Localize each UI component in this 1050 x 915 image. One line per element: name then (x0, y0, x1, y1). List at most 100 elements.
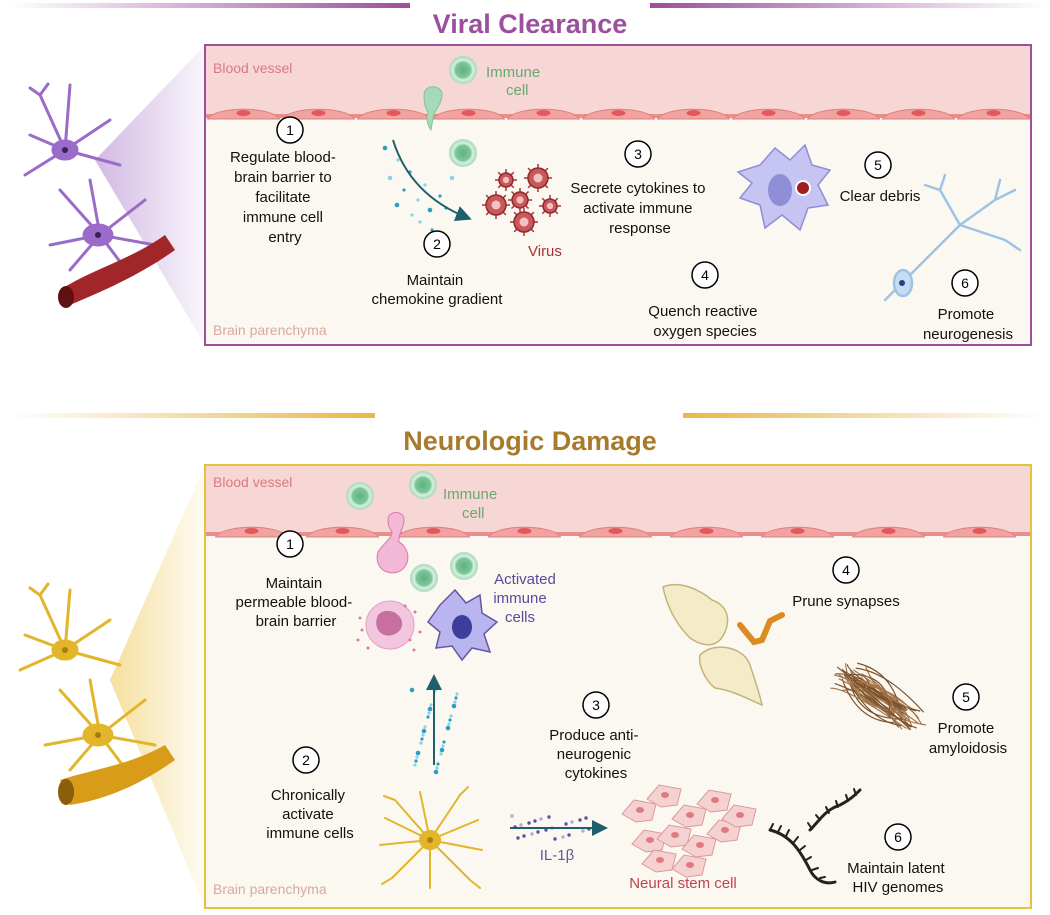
activated-cells-line1: Activated (494, 571, 556, 588)
amyloid-fiber (836, 666, 906, 712)
stem-cell-nucleus (711, 797, 719, 803)
chemokine-dot (410, 213, 414, 217)
granule-speck (418, 630, 422, 634)
chemokine-dot (447, 722, 451, 726)
chemokine-dot (453, 700, 457, 704)
virus-core (546, 202, 554, 210)
viral-zoom-cone (95, 45, 205, 345)
immune-cell-icon (409, 471, 437, 499)
damage-title-rule-left (10, 413, 375, 418)
cytokine-dot (581, 829, 585, 833)
svg-text:6: 6 (961, 275, 969, 291)
cytokine-dot (510, 814, 514, 818)
viral-step-4-text: Quench reactive oxygen species (648, 303, 761, 340)
granule-speck (356, 638, 360, 642)
amyloid-fiber (834, 682, 900, 728)
endothelial-nucleus (761, 110, 776, 116)
endothelial-nucleus (611, 110, 626, 116)
viral-section: Viral Clearance Blood vessel Brain paren… (10, 3, 1045, 346)
virus-label: Virus (528, 243, 562, 260)
damage-step-4-text: Prune synapses (792, 593, 900, 610)
granule-speck (366, 646, 370, 650)
chemokine-dot (396, 158, 400, 162)
amyloid-fiber (850, 677, 912, 731)
endothelial-nucleus (836, 110, 851, 116)
chemokine-dot (382, 145, 388, 151)
damage-blood-vessel-label: Blood vessel (213, 474, 292, 490)
amyloid-fiber (852, 681, 898, 714)
activated-cells-line3: cells (505, 609, 535, 626)
endothelial-nucleus (461, 110, 476, 116)
microglia-gold-icon (379, 786, 483, 889)
damage-step-1: 1 Maintain permeable blood- brain barrie… (236, 530, 357, 630)
svg-text:4: 4 (842, 562, 850, 578)
virus-core (519, 217, 529, 227)
chemokine-dot (394, 202, 400, 208)
viral-step-6-text: Promote neurogenesis (923, 306, 1013, 343)
virus-core (533, 173, 543, 183)
damage-step-3: 3 Produce anti- neurogenic cytokines (549, 691, 642, 782)
endothelial-nucleus (236, 110, 251, 116)
svg-text:2: 2 (433, 236, 441, 252)
chemokine-dot (415, 755, 419, 759)
chemokine-dot (423, 183, 427, 187)
damage-step-3-text: Produce anti- neurogenic cytokines (549, 727, 642, 782)
chemokine-dot (429, 703, 433, 707)
granule-specks (356, 604, 422, 652)
endothelial-nucleus (911, 110, 926, 116)
cytokine-dot (584, 816, 588, 820)
neutrophil-icon (365, 600, 415, 650)
astrocyte-purple-icon (23, 82, 157, 277)
damage-step-1-text: Maintain permeable blood- brain barrier (236, 575, 357, 630)
cytokine-dot (522, 834, 526, 838)
svg-text:5: 5 (962, 689, 970, 705)
endothelial-nucleus (986, 110, 1001, 116)
cytokine-dot (527, 821, 531, 825)
cytokine-dot (539, 817, 543, 821)
cytokine-dot (544, 828, 548, 832)
hiv-genome-icon (768, 788, 862, 885)
chemokine-dot (418, 220, 422, 224)
damage-endothelium (206, 526, 1030, 538)
amyloid-fiber (838, 674, 904, 716)
damage-section: Neurologic Damage Blood vessel Brain par… (10, 413, 1045, 909)
virus-cluster (482, 164, 561, 236)
blood-vessel-red-icon (60, 235, 175, 305)
viral-step-6: 6 Promote neurogenesis (923, 269, 1013, 343)
chemokine-dot (455, 692, 459, 696)
chemokine-dot (454, 696, 458, 700)
damage-step-4: 4 Prune synapses (792, 556, 900, 610)
amyloid-fiber (855, 667, 925, 713)
chemokine-dot (421, 733, 425, 737)
damage-title-rule-right (683, 413, 1045, 418)
endothelial-nucleus (517, 528, 532, 534)
chemokine-dot (423, 725, 427, 729)
svg-text:6: 6 (894, 829, 902, 845)
chemokine-arrow (392, 139, 472, 222)
endothelial-nucleus (335, 528, 350, 534)
immune-cell-icon (346, 482, 374, 510)
endothelial-nucleus (311, 110, 326, 116)
viral-endothelium (206, 108, 1031, 120)
svg-text:3: 3 (634, 146, 642, 162)
viral-step-4: 4 Quench reactive oxygen species (648, 261, 761, 340)
extravasating-cell-icon (423, 86, 443, 132)
chemokine-dot (449, 714, 453, 718)
svg-text:1: 1 (286, 536, 294, 552)
stem-cell-nucleus (646, 837, 654, 843)
endothelial-nucleus (972, 528, 987, 534)
granule-speck (403, 604, 407, 608)
viral-step-1-text: Regulate blood- brain barrier to facilit… (230, 149, 340, 246)
chemokine-dot (451, 703, 457, 709)
viral-title: Viral Clearance (433, 9, 628, 39)
virus-core (491, 200, 501, 210)
damage-immune-cell-line2: cell (462, 505, 485, 522)
damage-immune-cell-line1: Immune (443, 486, 497, 503)
stem-cell-nucleus (721, 827, 729, 833)
chemokine-dot (413, 763, 417, 767)
astrocyte-gold-icon (18, 582, 157, 777)
chemokine-dot (387, 175, 393, 181)
stem-cell-nucleus (696, 842, 704, 848)
cytokine-dot (533, 819, 537, 823)
chemokine-dot (433, 769, 439, 775)
